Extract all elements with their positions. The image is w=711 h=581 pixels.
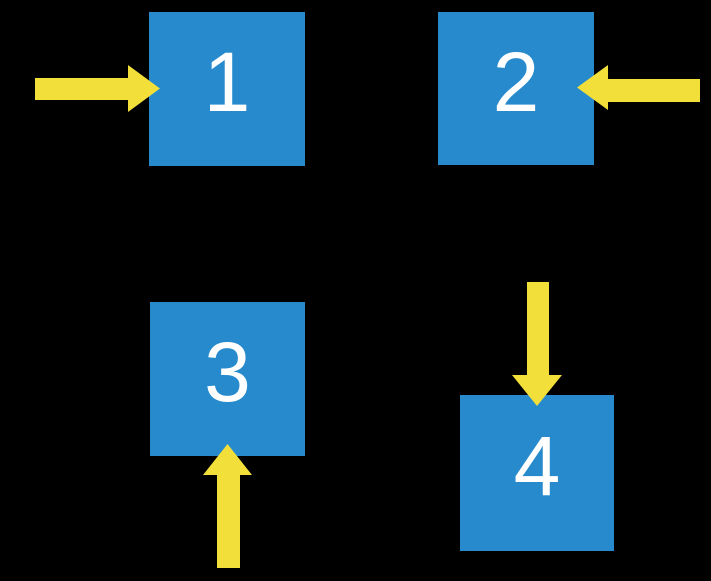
arrow-up-icon — [203, 444, 252, 568]
arrow-down-icon — [512, 282, 562, 406]
square-4-label: 4 — [513, 419, 561, 513]
square-4: 4 — [460, 395, 614, 551]
square-3-label: 3 — [204, 325, 251, 419]
arrow-left-icon — [577, 65, 700, 110]
square-1: 1 — [149, 12, 305, 166]
square-2: 2 — [438, 12, 594, 165]
square-3: 3 — [150, 302, 305, 456]
arrow-right-icon — [35, 65, 160, 112]
square-1-label: 1 — [203, 35, 251, 129]
square-2-label: 2 — [492, 34, 540, 129]
